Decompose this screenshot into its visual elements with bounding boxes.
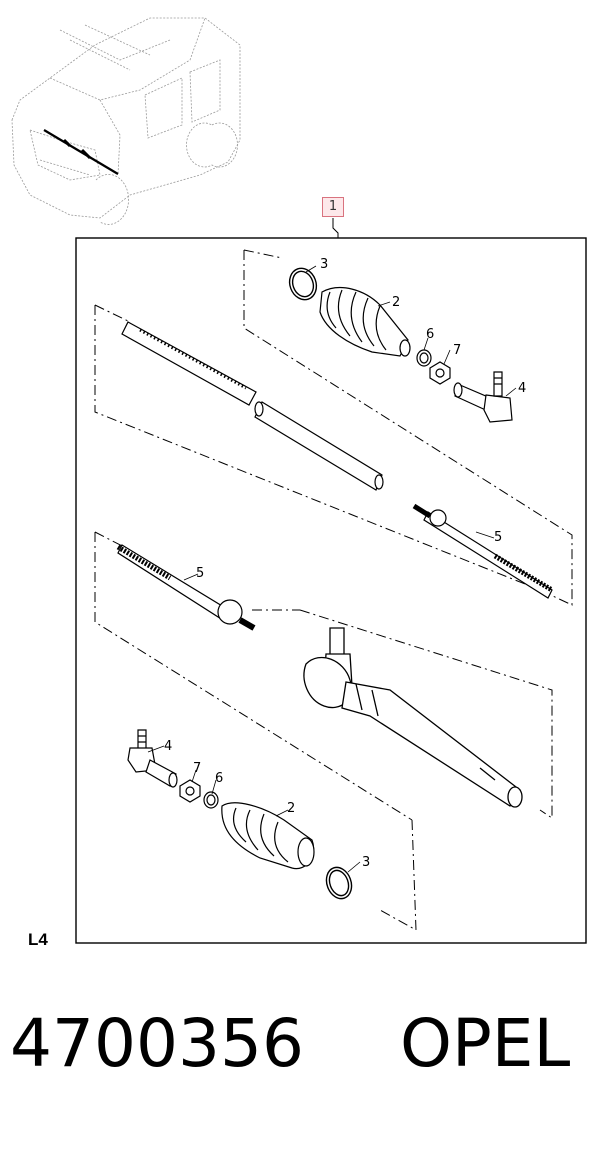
lower-clip <box>325 866 353 900</box>
group-code: L4 <box>28 930 48 949</box>
upper-boot <box>319 286 411 357</box>
lower-inner-tie-rod <box>116 544 256 631</box>
upper-nut <box>429 361 451 385</box>
label-lower-tie-rod-end: 4 <box>164 739 172 754</box>
label-lower-clip: 3 <box>362 855 370 870</box>
leader-lines <box>147 265 517 873</box>
vehicle-steering-rack-marker <box>43 129 119 175</box>
brand-name: OPEL <box>400 1005 571 1082</box>
callout-leader <box>332 218 339 238</box>
label-upper-boot: 2 <box>392 295 400 310</box>
lower-washer <box>203 791 219 809</box>
upper-tie-rod-end <box>453 371 513 423</box>
part-number: 4700356 <box>10 1005 304 1082</box>
lower-boot <box>221 802 315 870</box>
diagram-frame <box>75 237 587 944</box>
rack-bar <box>121 321 384 491</box>
label-lower-inner-tie-rod: 5 <box>196 566 204 581</box>
steering-gear-housing <box>303 627 523 808</box>
callout-box: 1 <box>322 197 344 217</box>
group-outlines <box>94 249 573 931</box>
label-upper-inner-tie-rod: 5 <box>494 530 502 545</box>
upper-clip <box>288 267 318 301</box>
upper-washer <box>416 349 432 367</box>
label-upper-washer: 6 <box>426 327 434 342</box>
lower-tie-rod-end <box>127 729 178 788</box>
label-upper-tie-rod-end: 4 <box>518 381 526 396</box>
label-upper-nut: 7 <box>453 343 461 358</box>
label-lower-washer: 6 <box>215 771 223 786</box>
label-lower-boot: 2 <box>287 801 295 816</box>
label-lower-nut: 7 <box>193 761 201 776</box>
label-upper-clip: 3 <box>320 257 328 272</box>
vehicle-thumbnail <box>11 17 241 225</box>
lower-nut <box>179 779 201 803</box>
part-caption: 4700356 OPEL <box>10 1005 595 1115</box>
upper-inner-tie-rod <box>412 503 554 599</box>
